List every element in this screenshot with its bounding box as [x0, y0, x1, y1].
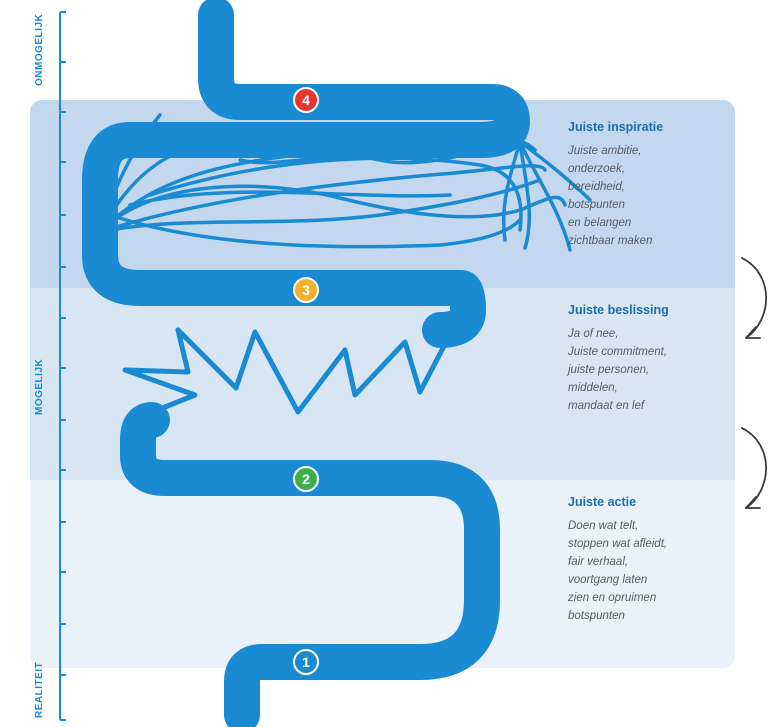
axis-label-top: ONMOGELIJK	[34, 13, 45, 86]
step-number-2: 2	[302, 471, 310, 487]
panel-title: Juiste inspiratie	[568, 120, 664, 134]
step-marker-2: 2	[293, 466, 319, 492]
zigzag-line	[122, 322, 458, 418]
axis-label-middle: MOGELIJK	[34, 358, 45, 415]
action-band	[30, 480, 735, 668]
step-marker-4: 4	[293, 87, 319, 113]
step-number-3: 3	[302, 282, 310, 298]
curved-arrow-down-icon	[741, 257, 767, 339]
panel-body: Doen wat telt, stoppen wat afleidt, fair…	[568, 520, 668, 622]
panel-body: Ja of nee, Juiste commitment, juiste per…	[568, 328, 668, 412]
step-number-1: 1	[302, 654, 310, 670]
panel-body: Juiste ambitie, onderzoek, bereidheid, b…	[568, 145, 653, 247]
panel-title: Juiste beslissing	[568, 303, 669, 317]
curved-arrow-down-icon	[741, 427, 767, 509]
panel-inspiration: Juiste inspiratie Juiste ambitie, onderz…	[568, 120, 738, 250]
panel-action: Juiste actie Doen wat telt, stoppen wat …	[568, 495, 738, 625]
winding-path-lower	[120, 402, 500, 727]
panel-title: Juiste actie	[568, 495, 637, 509]
axis-label-bottom: REALITEIT	[34, 661, 45, 718]
step-number-4: 4	[302, 92, 310, 108]
step-marker-3: 3	[293, 277, 319, 303]
panel-decision: Juiste beslissing Ja of nee, Juiste comm…	[568, 303, 738, 415]
step-marker-1: 1	[293, 649, 319, 675]
vertical-axis	[59, 11, 66, 721]
winding-path	[82, 0, 530, 348]
